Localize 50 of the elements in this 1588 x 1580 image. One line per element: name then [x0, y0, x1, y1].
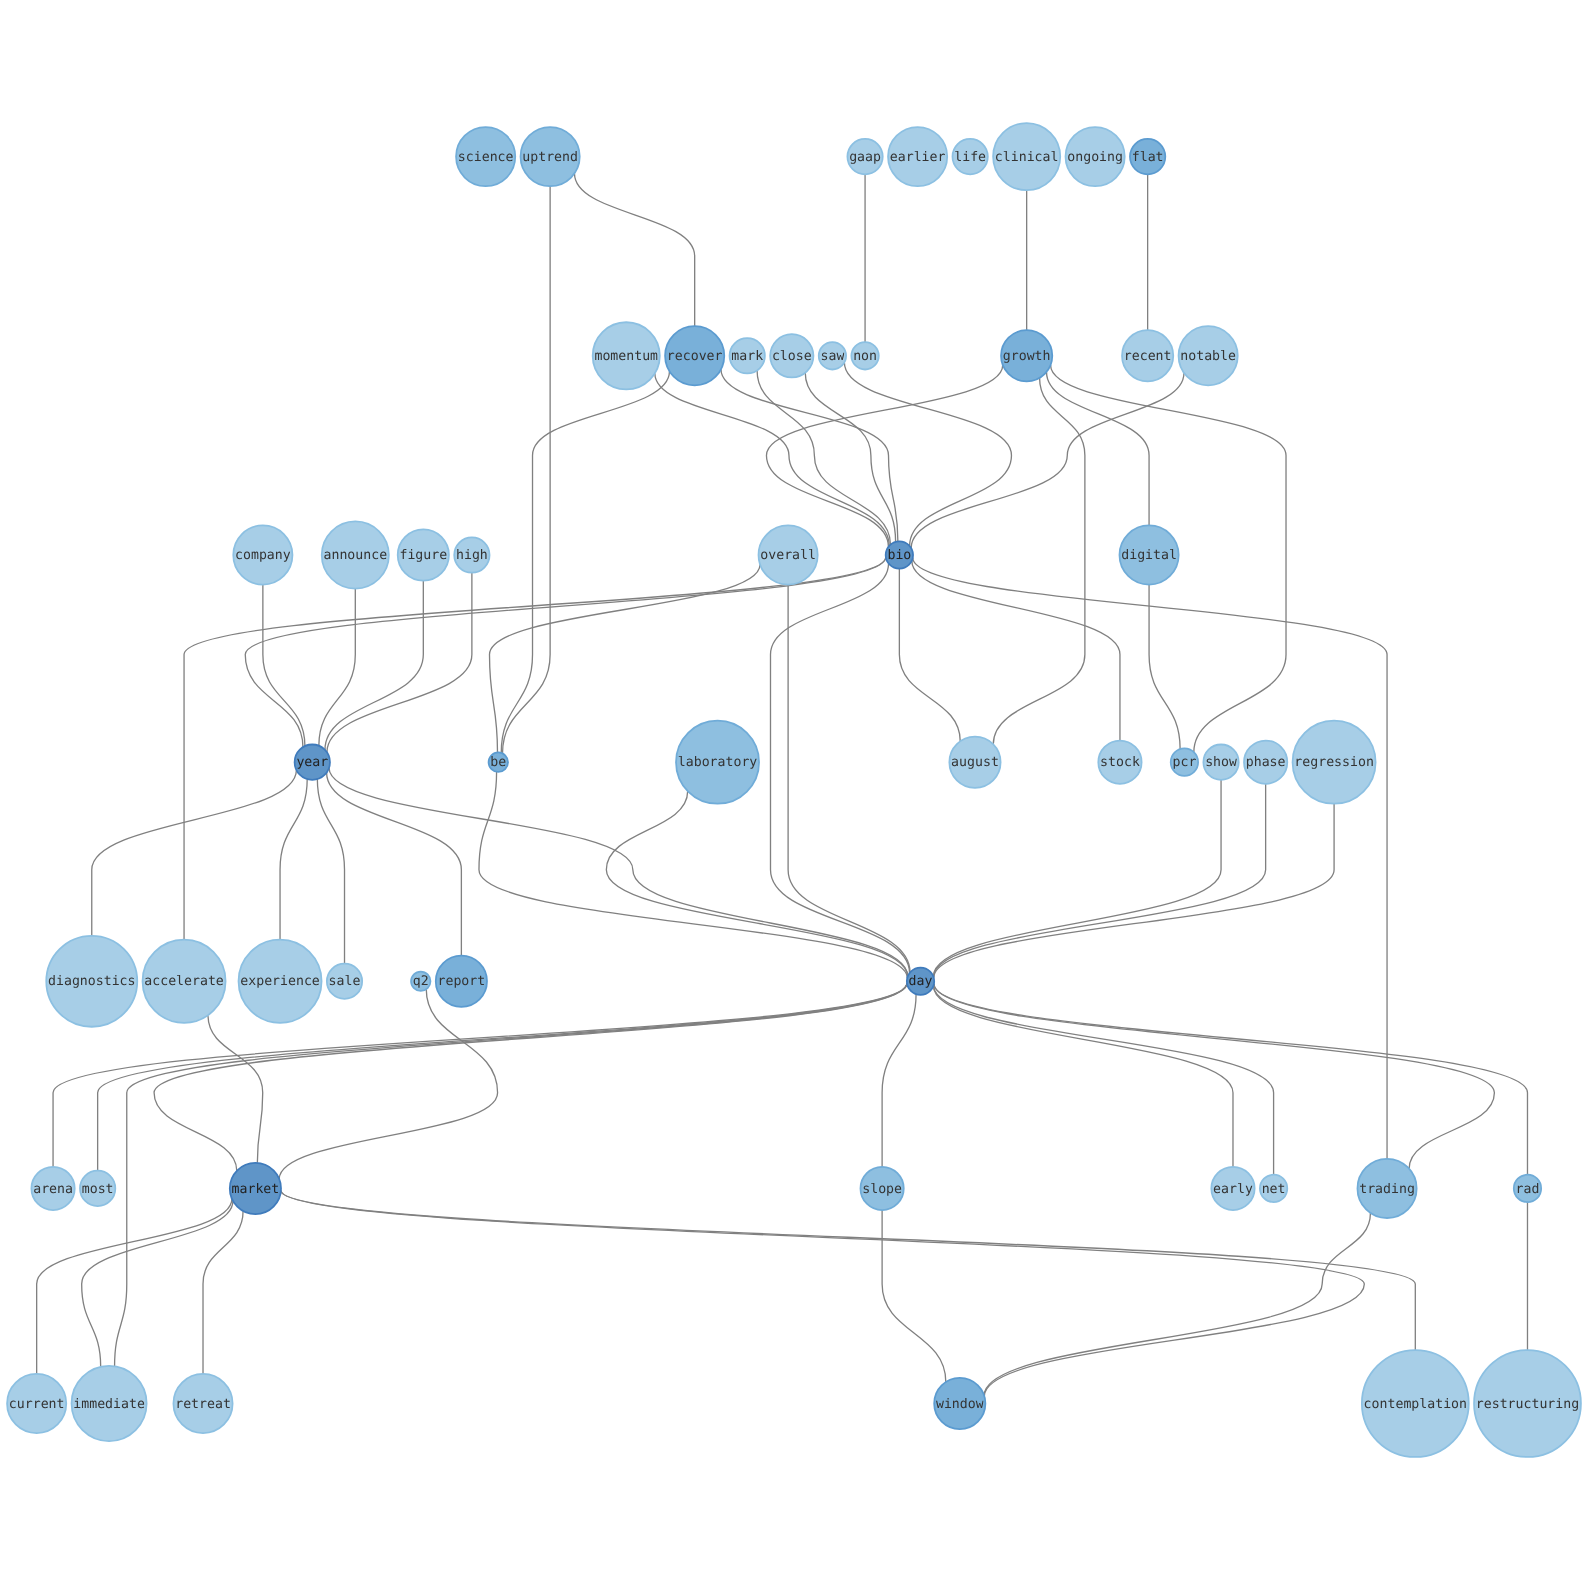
connector [1026, 189, 1028, 331]
connector [279, 778, 308, 941]
connector [1148, 583, 1181, 750]
connector [912, 557, 1388, 1160]
connector [280, 1189, 1416, 1351]
connector [1526, 1201, 1529, 1351]
connector [843, 361, 1013, 547]
connector [864, 173, 866, 343]
connector [91, 769, 298, 937]
connector [605, 790, 909, 978]
connector [478, 771, 908, 979]
connector [1049, 364, 1287, 753]
connector [36, 1198, 233, 1375]
connector [898, 568, 961, 742]
connector [932, 984, 1275, 1176]
connector [202, 1210, 244, 1375]
connector [1147, 173, 1149, 331]
connector [911, 560, 1121, 742]
connector [933, 803, 1335, 979]
connector [81, 1200, 234, 1368]
connector [756, 369, 892, 546]
connector [325, 771, 463, 957]
connector [326, 572, 473, 753]
connector [280, 1189, 1365, 1397]
connector [278, 988, 499, 1180]
connector [1045, 371, 1150, 527]
connector [324, 579, 424, 751]
connector [932, 985, 1234, 1168]
connector [244, 556, 887, 748]
connector [654, 372, 890, 547]
connector [183, 556, 887, 941]
connector [501, 185, 551, 755]
connector [573, 172, 696, 327]
connector [804, 372, 897, 543]
connector [983, 1212, 1372, 1397]
connector [207, 1014, 264, 1164]
connector [318, 587, 356, 747]
connector [720, 368, 899, 543]
connector [910, 372, 1185, 549]
connector [328, 767, 909, 977]
connector [881, 993, 917, 1168]
connector [500, 370, 671, 754]
connector [881, 1209, 947, 1383]
connector [769, 562, 911, 974]
connector [262, 583, 306, 747]
connector [787, 583, 911, 974]
connector [765, 364, 1004, 548]
connector [488, 563, 761, 754]
connector [316, 778, 346, 965]
connector [992, 377, 1086, 745]
